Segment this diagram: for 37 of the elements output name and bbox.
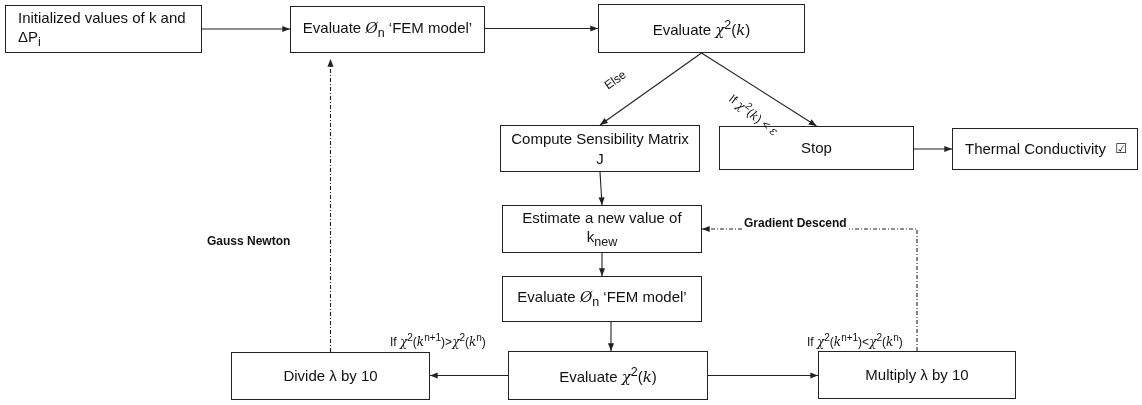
process-box (818, 351, 1016, 399)
checkbox-symbol: ☑ (1115, 140, 1128, 158)
arrow (598, 171, 605, 206)
arrow (913, 145, 953, 153)
process-box (5, 5, 202, 53)
arrow (707, 372, 819, 379)
edge-label: If χ$^{2}$(k$^{n+1}$)>χ$^{2}$(k$^{n}$) (388, 332, 488, 350)
arrow (607, 321, 615, 352)
process-box (508, 351, 708, 400)
process-box (500, 125, 700, 172)
arrow (700, 52, 818, 127)
step-text: Multiply λ by 10 (865, 365, 969, 385)
step-text: Divide λ by 10 (283, 366, 378, 386)
arrow (429, 372, 509, 379)
step-text: Estimate a new value of k$_{new}$ (521, 207, 683, 251)
dashed-arrow (327, 58, 334, 353)
step-text: Initialized values of k and ΔP$_{i}$ (18, 7, 187, 51)
process-box (290, 6, 485, 53)
step-text: Compute Sensibility Matrix J (510, 129, 690, 168)
step-text: Evaluate Ø$_{n}$ ‘FEM model’ (517, 287, 687, 311)
step-text: Stop (801, 138, 832, 158)
step-text: Evaluate χ$^{2}$(k) (652, 16, 751, 41)
process-box (502, 205, 702, 253)
process-box (502, 276, 702, 322)
step-text: Thermal Conductivity (965, 139, 1106, 159)
arrow (599, 52, 703, 126)
step-text: Evaluate Ø$_{n}$ ‘FEM model’ (302, 17, 473, 42)
edge-label: If χ$^{2}$(k$^{n+1}$)<χ$^{2}$(k$^{n}$) (805, 332, 905, 350)
step-text: Evaluate χ$^{2}$(k) (559, 363, 657, 388)
process-box (231, 352, 430, 400)
process-box (952, 128, 1138, 170)
arrow (598, 252, 606, 277)
edge-label: Gradient Descend (742, 216, 849, 231)
arrow (201, 25, 291, 33)
edge-label: Else (600, 66, 630, 94)
arrow (484, 25, 599, 32)
process-box (598, 4, 805, 53)
